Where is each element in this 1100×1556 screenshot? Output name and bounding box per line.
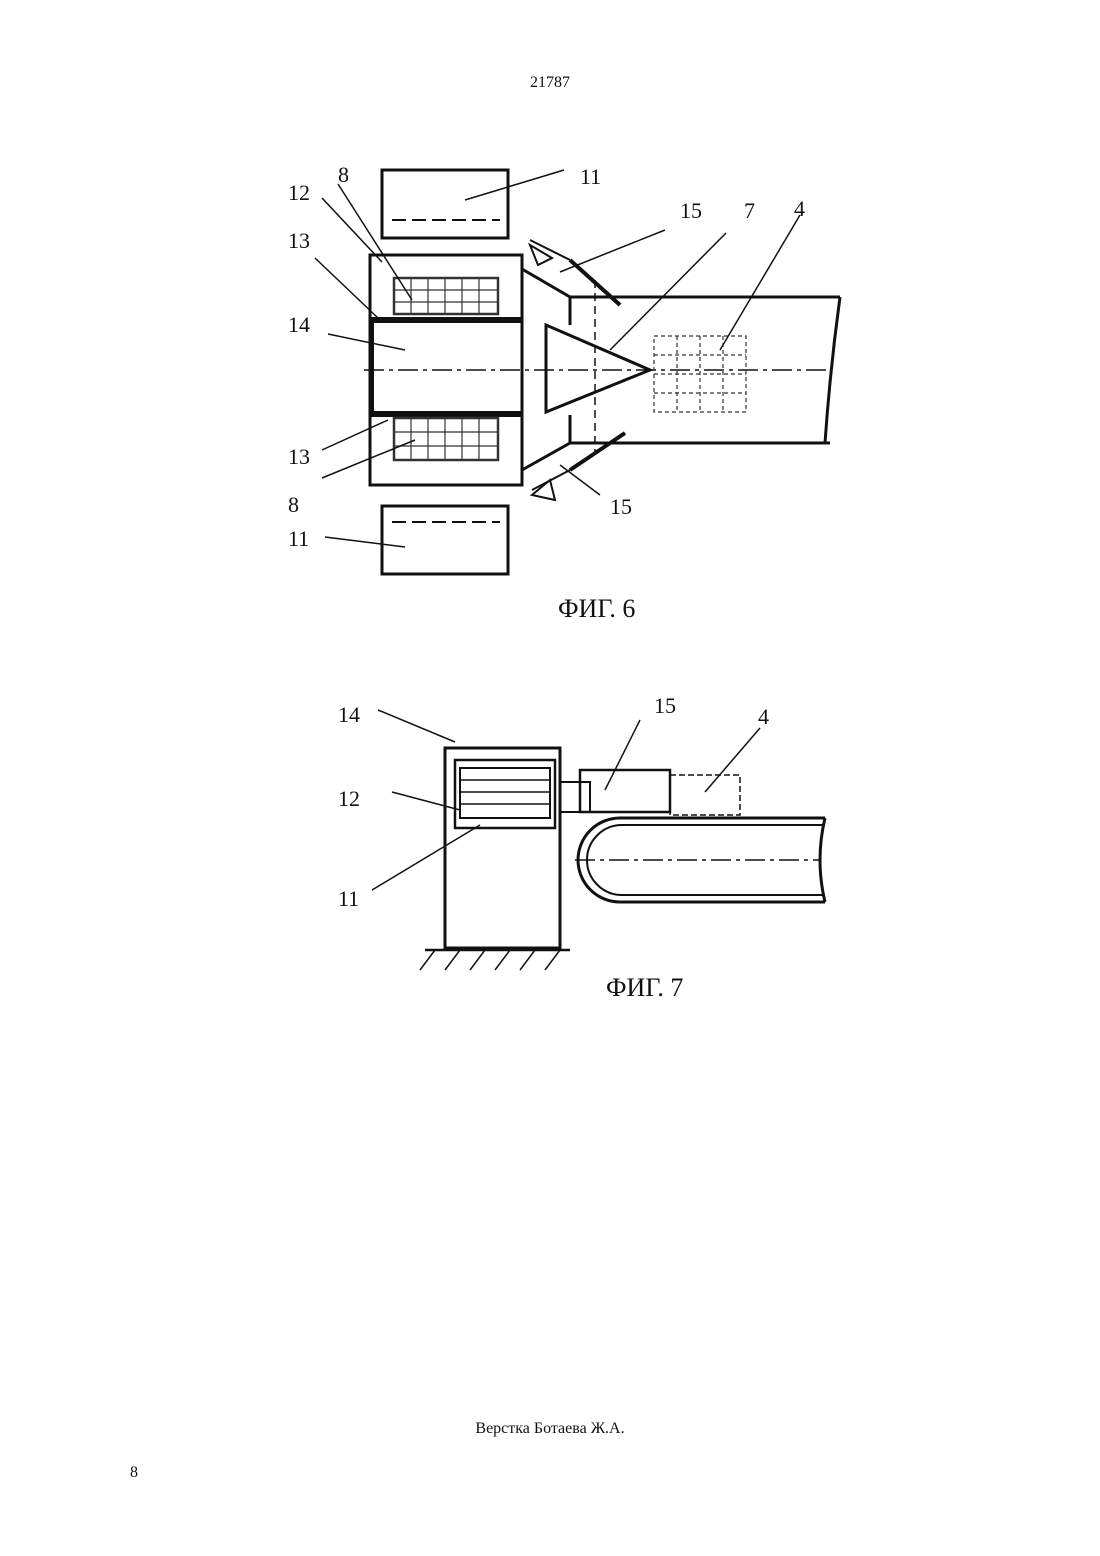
fig6-label-13-bottom: 13 xyxy=(288,444,310,469)
figure-6-drawing: 11 8 12 13 14 15 7 4 13 8 11 15 ФИГ. 6 xyxy=(270,150,850,640)
figure-7-drawing: 14 15 4 12 11 ФИГ. 7 xyxy=(320,680,850,1020)
fig7-label-15: 15 xyxy=(654,693,676,718)
fig6-label-15-bottom: 15 xyxy=(610,494,632,519)
fig6-label-14: 14 xyxy=(288,312,310,337)
fig7-label-4: 4 xyxy=(758,704,769,729)
fig7-label-14: 14 xyxy=(338,702,360,727)
fig6-label-11-top: 11 xyxy=(580,164,601,189)
fig6-label-13-top: 13 xyxy=(288,228,310,253)
layout-credit: Верстка Ботаева Ж.А. xyxy=(0,1420,1100,1438)
document-number: 21787 xyxy=(0,74,1100,92)
fig6-label-15-top: 15 xyxy=(680,198,702,223)
fig6-label-4: 4 xyxy=(794,196,805,221)
fig6-label-8-bottom: 8 xyxy=(288,492,299,517)
bottom-block-11 xyxy=(382,506,508,574)
fig7-label-12: 12 xyxy=(338,786,360,811)
page-number: 8 xyxy=(130,1464,138,1482)
housing-14 xyxy=(445,748,560,948)
top-block-11 xyxy=(382,170,508,238)
fig6-label-7: 7 xyxy=(744,198,755,223)
figure-7-caption: ФИГ. 7 xyxy=(606,973,683,1002)
fig6-label-12: 12 xyxy=(288,180,310,205)
fig6-label-8-top: 8 xyxy=(338,162,349,187)
fig6-label-11-bottom: 11 xyxy=(288,526,309,551)
knife-7 xyxy=(546,325,650,412)
fig7-label-11: 11 xyxy=(338,886,359,911)
figure-6-caption: ФИГ. 6 xyxy=(558,594,635,623)
